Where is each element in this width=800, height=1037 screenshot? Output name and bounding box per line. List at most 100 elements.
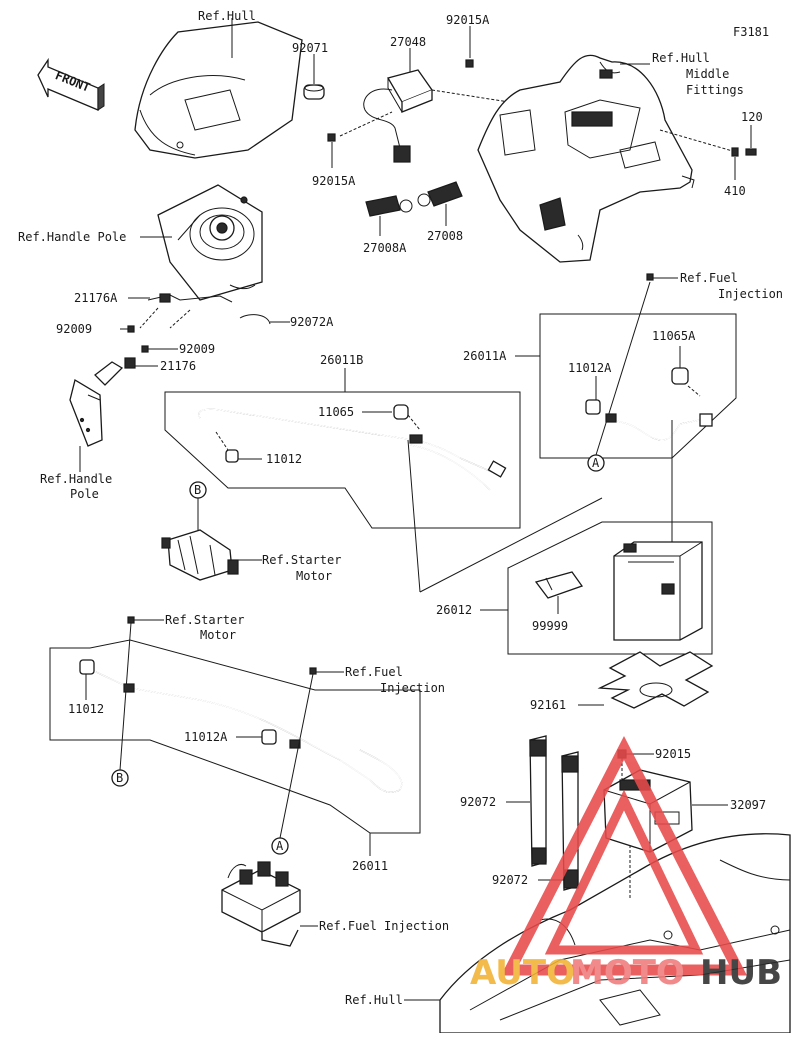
label-92161: 92161 [530,698,566,712]
label-ref-handle-pole-2: Pole [70,487,99,501]
svg-text:B: B [116,771,123,785]
callout-b-upper: B [189,481,207,530]
label-11012A-bottom: 11012A [184,730,228,744]
cap-11012-left-part [79,659,95,675]
label-ref-starter-motor-1: Ref.Starter [262,553,341,567]
label-26011A: 26011A [463,349,507,363]
hull-cover-part [134,21,303,159]
handle-pole-cover-part [157,184,263,301]
ref-fuel-injection-top-marker [646,273,654,281]
label-92015A-mid: 92015A [312,174,356,188]
label-92072-b: 92072 [492,873,528,887]
group-26011-frame [49,639,421,834]
label-ref-fuel-inj-mid-1: Ref.Fuel [345,665,403,679]
label-ref-fuel-inj-bottom: Ref.Fuel Injection [319,919,449,933]
group-26011B-frame [164,391,521,529]
washer-410-part [731,147,739,157]
clip-92015A-mid-part [327,133,336,142]
label-27008A: 27008A [363,241,407,255]
hull-middle-fittings-part [477,54,695,263]
callout-a-bottom: A [271,837,289,855]
label-ref-fuel-inj-mid-2: Injection [380,681,445,695]
label-120: 120 [741,110,763,124]
label-410: 410 [724,184,746,198]
label-ref-fuel-inj-top-1: Ref.Fuel [680,271,738,285]
label-11012-mid: 11012 [266,452,302,466]
label-92015A-top: 92015A [446,13,490,27]
svg-text:A: A [276,839,284,853]
group-26012-frame [507,521,713,655]
cap-11065A-part [671,367,689,385]
label-92009-b: 92009 [179,342,215,356]
ref-starter-motor-bottom-marker [127,616,135,624]
band-92072A-part [239,314,271,325]
label-92072A: 92072A [290,315,334,329]
label-ref-starter-motor-b2: Motor [200,628,236,642]
screw-120-part [745,148,757,156]
svg-text:HUB: HUB [700,953,782,993]
svg-text:A: A [592,456,600,470]
front-arrow-icon: FRONT [37,57,105,111]
label-92072-a: 92072 [460,795,496,809]
watermark-logo: AUTO MOTO HUB [470,735,782,993]
bolt-92009-b-part [141,345,149,353]
switch-21176-part [124,357,158,369]
label-99999: 99999 [532,619,568,633]
band-92072-a-part [529,735,547,867]
svg-text:B: B [194,483,201,497]
label-27008: 27008 [427,229,463,243]
cap-11065-part [393,404,409,420]
label-ref-handle-pole-top: Ref.Handle Pole [18,230,126,244]
label-92015: 92015 [655,747,691,761]
label-ref-hull-bottom: Ref.Hull [345,993,403,1007]
label-ref-hull-middle-3: Fittings [686,83,744,97]
label-11065: 11065 [318,405,354,419]
handle-pole-part [69,361,124,447]
key-27008-part [417,181,463,226]
starter-motor-part [161,529,239,581]
label-92009-a: 92009 [56,322,92,336]
label-27048: 27048 [390,35,426,49]
figure-code: F3181 [733,25,769,39]
group-26011A-frame [539,313,737,459]
svg-text:MOTO: MOTO [570,953,685,993]
cap-11012A-bottom-part [261,729,277,745]
label-26011: 26011 [352,859,388,873]
label-11065A: 11065A [652,329,696,343]
label-11012A-right: 11012A [568,361,612,375]
label-32097: 32097 [730,798,766,812]
label-11012-left: 11012 [68,702,104,716]
receiver-27048-part [363,69,434,163]
label-21176A: 21176A [74,291,118,305]
pad-92161-part [597,651,714,709]
callout-b-bottom: B [111,769,129,787]
label-ref-fuel-inj-top-2: Injection [718,287,783,301]
cable-26011A-part [605,413,713,441]
label-ref-hull-top: Ref.Hull [198,9,256,23]
cable-26011B-part [198,408,507,510]
cap-11012A-right-part [585,399,601,415]
label-ref-starter-motor-2: Motor [296,569,332,583]
kit-99999-part [534,571,584,614]
label-ref-starter-motor-b1: Ref.Starter [165,613,244,627]
bolt-92009-a-part [127,325,135,333]
label-92071: 92071 [292,41,328,55]
ref-fuel-injection-mid-marker [309,667,317,675]
callout-a-upper: A [587,454,605,472]
svg-text:AUTO: AUTO [470,953,575,993]
label-26011B: 26011B [320,353,363,367]
grommet-92071-part [303,84,325,100]
hull-lower-part [439,833,791,1034]
fuel-injection-relay-part [221,861,301,947]
battery-part [613,541,703,641]
label-21176: 21176 [160,359,196,373]
clip-92015A-part [465,59,474,68]
cap-11012-mid-part [225,449,239,463]
label-ref-hull-middle-1: Ref.Hull [652,51,710,65]
label-ref-handle-pole-1: Ref.Handle [40,472,112,486]
label-26012: 26012 [436,603,472,617]
cable-26011-part [95,671,403,793]
label-ref-hull-middle-2: Middle [686,67,729,81]
